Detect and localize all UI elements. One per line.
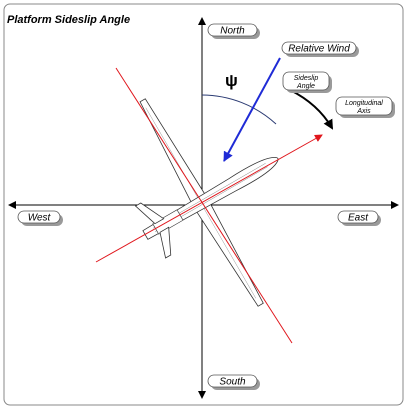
diagram-title: Platform Sideslip Angle [7,14,130,26]
psi-symbol: ψ [225,71,238,90]
wing-axis-line [115,67,293,344]
sideslip-angle-label: Sideslip Angle [282,71,332,93]
svg-text:Relative Wind: Relative Wind [288,44,350,55]
south-label: South [207,374,260,390]
svg-text:West: West [28,213,52,224]
longitudinal-axis-line [95,134,323,263]
longitudinal-axis-label: Longitudinal Axis [335,96,395,118]
north-label: North [207,23,260,39]
psi-arc [201,94,277,125]
svg-text:Longitudinal: Longitudinal [345,100,383,107]
svg-text:Sideslip: Sideslip [294,75,319,82]
aircraft-tail-right [159,226,172,259]
relative-wind-label: Relative Wind [281,41,359,57]
svg-text:Axis: Axis [356,108,371,115]
relative-wind-arrow [223,57,281,162]
svg-text:Angle: Angle [296,83,315,90]
west-label: West [17,210,63,226]
svg-text:North: North [220,26,245,37]
svg-text:East: East [348,213,369,224]
svg-text:South: South [219,377,246,388]
east-label: East [337,210,381,226]
aircraft-tail-left [134,202,165,225]
